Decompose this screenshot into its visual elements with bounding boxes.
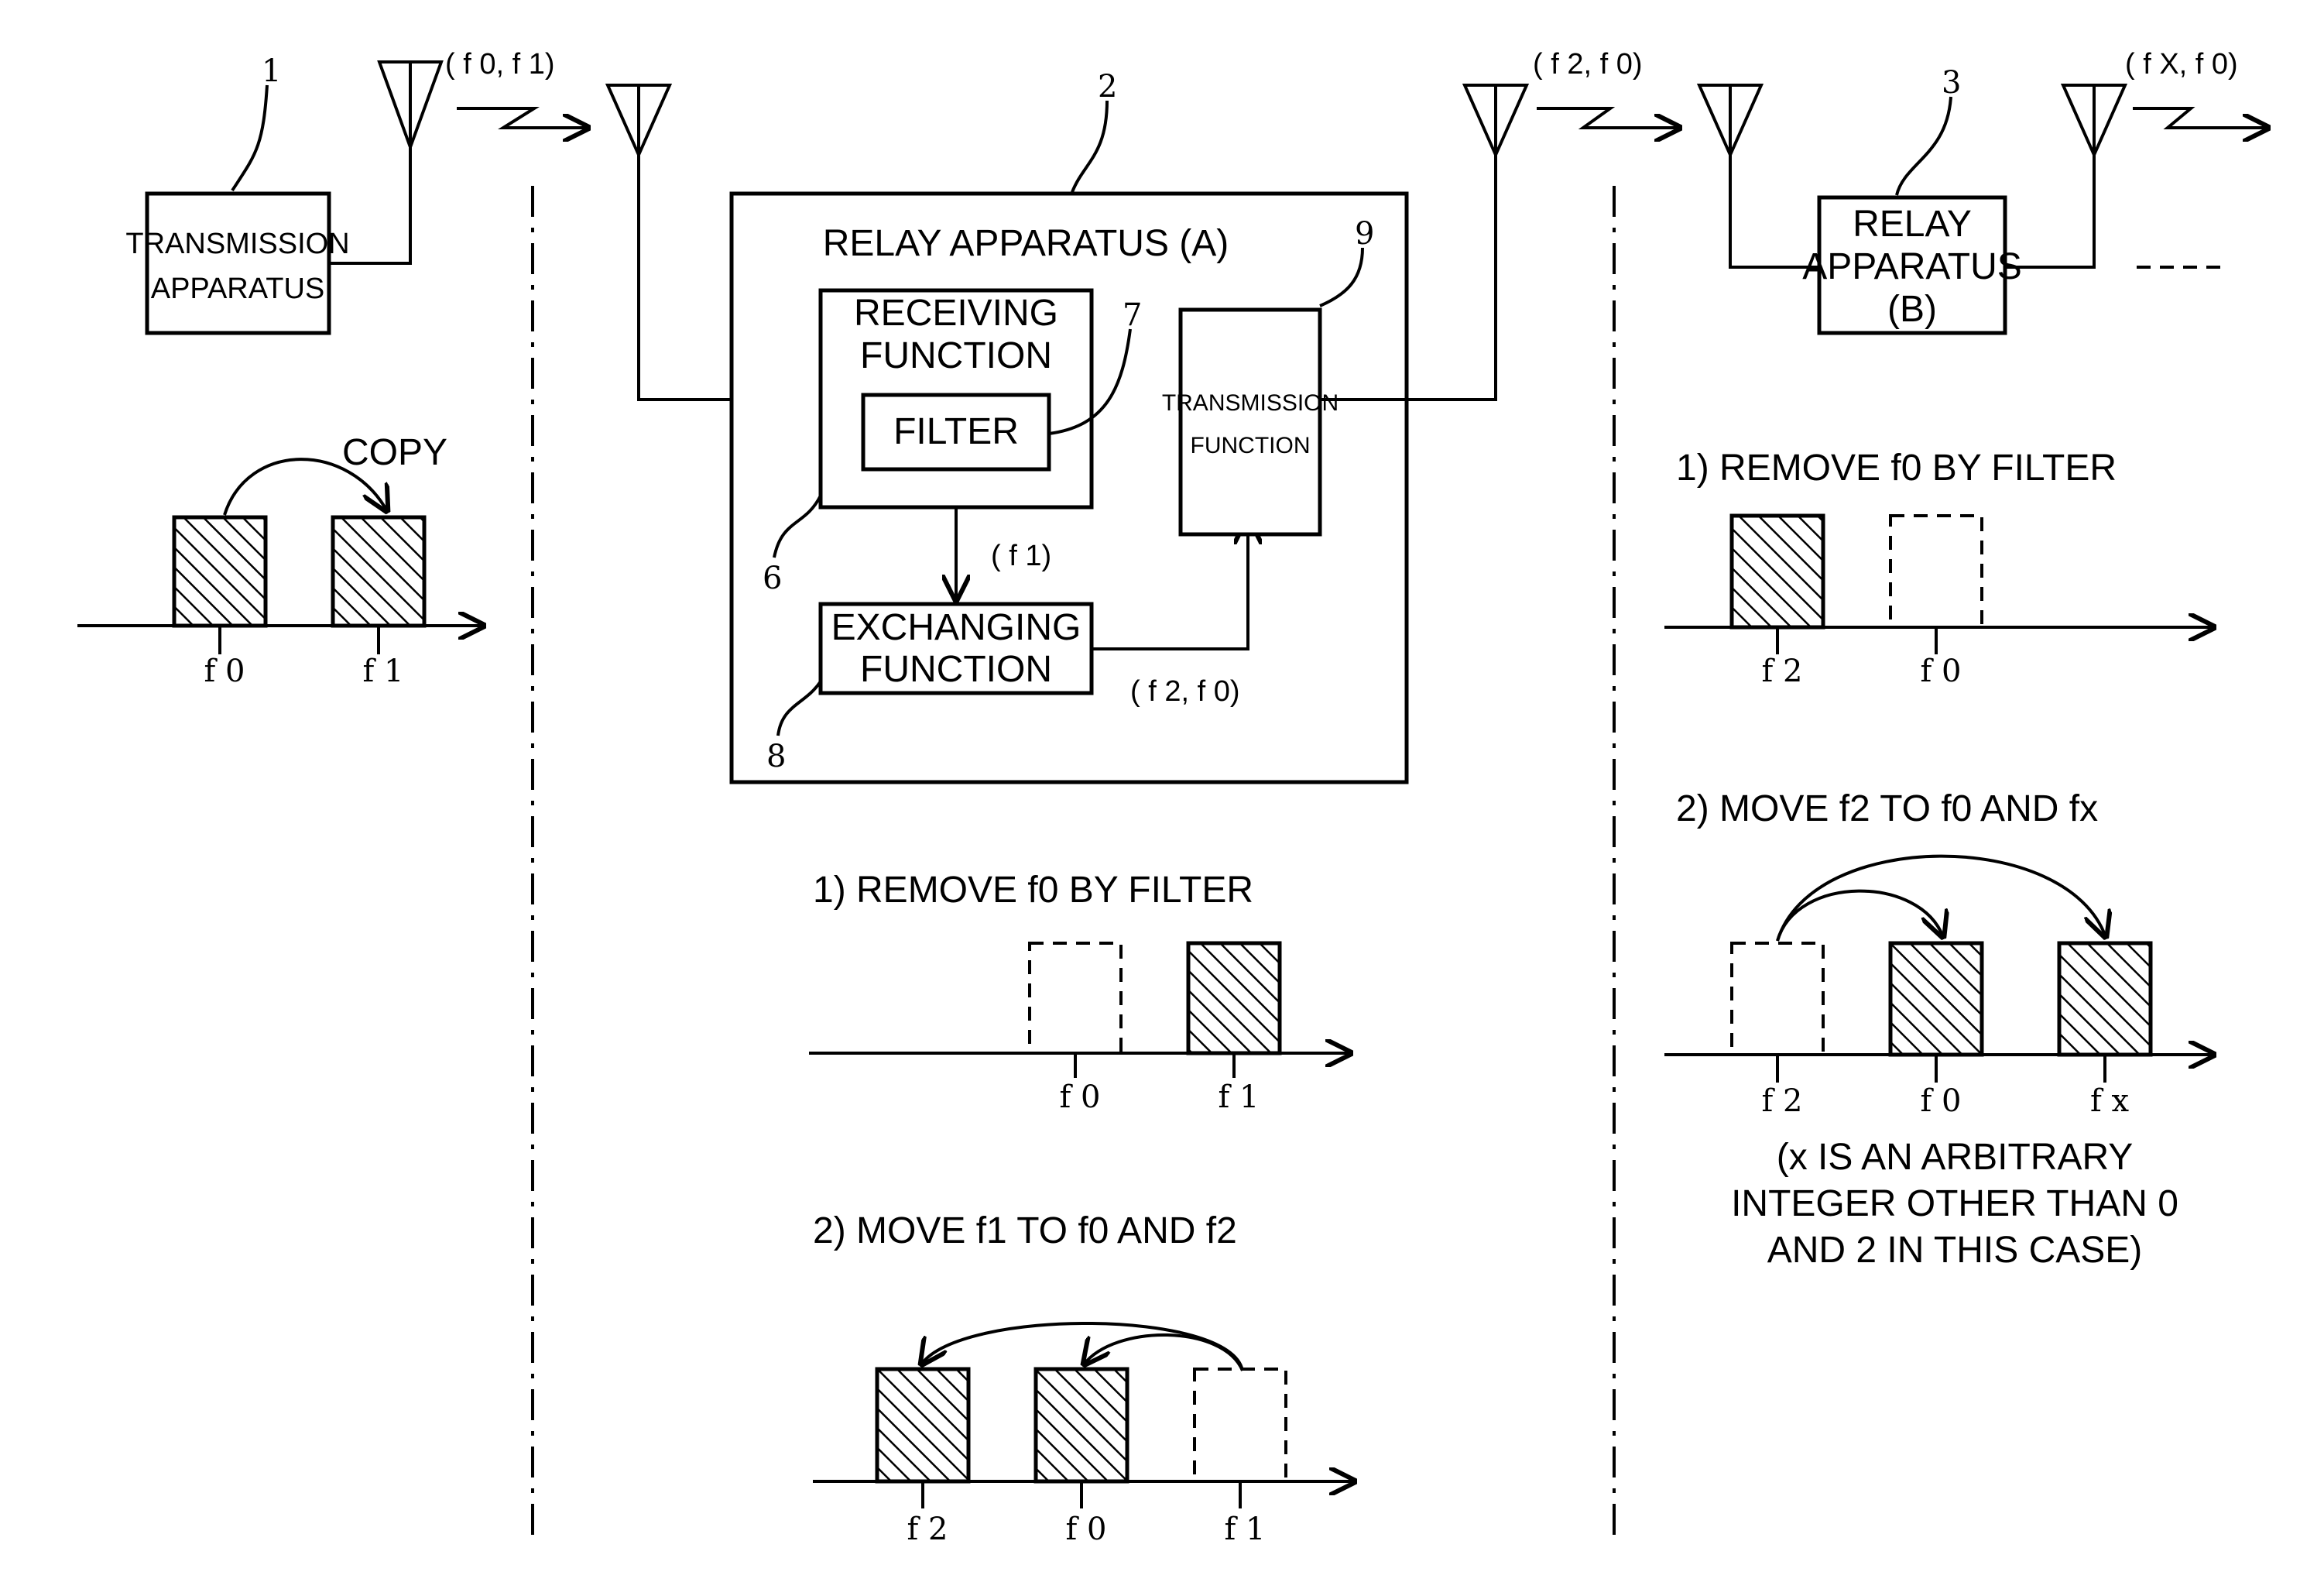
b-step1-band-f2 bbox=[1732, 516, 1823, 627]
ref-number-8: 8 bbox=[766, 739, 786, 774]
relay-b-rx-antenna-icon bbox=[1699, 85, 1761, 155]
spectrum-relay-b-step1: 1) REMOVE f0 BY FILTER f 2 f 0 bbox=[1664, 448, 2214, 689]
b-step2-tick-label-f2: f 2 bbox=[1762, 1083, 1803, 1119]
note-line1: (x IS AN ARBITRARY bbox=[1777, 1137, 2134, 1178]
b-step1-removed-band-f0 bbox=[1890, 516, 1982, 627]
transmission-apparatus: TRANSMISSION APPARATUS bbox=[125, 194, 349, 333]
signal-relay-b-out: ( f X, f 0) bbox=[2125, 48, 2238, 81]
exchanging-function-line2: FUNCTION bbox=[860, 649, 1052, 690]
transmission-function-box bbox=[1181, 310, 1320, 534]
ref-number-2: 2 bbox=[1098, 69, 1117, 105]
a-step2-arrow-to-f0 bbox=[1084, 1335, 1243, 1371]
b-step2-band-fx bbox=[2059, 943, 2151, 1055]
b-step2-band-f0 bbox=[1890, 943, 1982, 1055]
receiving-function-line2: FUNCTION bbox=[860, 335, 1052, 376]
signal-internal-f1: ( f 1) bbox=[991, 540, 1051, 572]
spectrum-relay-a-step2: 2) MOVE f1 TO f0 AND f2 f 2 f 0 f 1 bbox=[813, 1210, 1355, 1547]
ref-leader-3 bbox=[1897, 97, 1951, 195]
transmission-function-line1: TRANSMISSION bbox=[1162, 390, 1339, 416]
ref-number-1: 1 bbox=[262, 53, 281, 89]
ref-number-3: 3 bbox=[1942, 65, 1961, 101]
copy-band-f0 bbox=[174, 517, 266, 626]
a-step1-label: 1) REMOVE f0 BY FILTER bbox=[813, 870, 1253, 911]
b-step2-tick-label-fx: f x bbox=[2090, 1083, 2130, 1119]
tx-wireless-arrow bbox=[457, 108, 588, 128]
b-step1-tick-label-f2: f 2 bbox=[1762, 654, 1803, 689]
a-step2-tick-label-f2: f 2 bbox=[907, 1512, 948, 1547]
a-step1-removed-band-f0 bbox=[1030, 943, 1121, 1053]
relay-b-tx-antenna-icon bbox=[2063, 85, 2125, 155]
ref-leader-2 bbox=[1072, 101, 1107, 192]
note-line3: AND 2 IN THIS CASE) bbox=[1767, 1230, 2143, 1271]
a-step2-tick-label-f1: f 1 bbox=[1225, 1512, 1266, 1547]
a-step2-label: 2) MOVE f1 TO f0 AND f2 bbox=[813, 1210, 1237, 1251]
a-step1-band-f1 bbox=[1188, 943, 1280, 1053]
b-step2-tick-label-f0: f 0 bbox=[1921, 1083, 1962, 1119]
a-step2-arrow-to-f2 bbox=[921, 1323, 1243, 1371]
spectrum-copy: COPY f 0 f 1 bbox=[77, 432, 484, 689]
receiving-function-line1: RECEIVING bbox=[854, 293, 1058, 334]
ref-number-6: 6 bbox=[763, 561, 782, 596]
a-step2-tick-label-f0: f 0 bbox=[1066, 1512, 1107, 1547]
exchanging-function-line1: EXCHANGING bbox=[831, 607, 1081, 648]
relay-b-line2: APPARATUS bbox=[1802, 246, 2022, 287]
ref-leader-1 bbox=[232, 85, 267, 190]
ref-number-7: 7 bbox=[1123, 297, 1142, 333]
ref-number-9: 9 bbox=[1355, 216, 1374, 252]
spectrum-relay-a-step1: 1) REMOVE f0 BY FILTER f 0 f 1 bbox=[809, 870, 1351, 1115]
b-step1-tick-label-f0: f 0 bbox=[1921, 654, 1962, 689]
b-step1-label: 1) REMOVE f0 BY FILTER bbox=[1676, 448, 2117, 489]
copy-tick-label-f1: f 1 bbox=[363, 654, 404, 689]
signal-relay-a-out: ( f 2, f 0) bbox=[1533, 48, 1642, 81]
copy-band-f1 bbox=[333, 517, 424, 626]
transmission-apparatus-line2: APPARATUS bbox=[151, 273, 325, 305]
a-step1-tick-label-f0: f 0 bbox=[1060, 1079, 1101, 1115]
note-line2: INTEGER OTHER THAN 0 bbox=[1731, 1183, 2178, 1224]
relay-a-tx-antenna-icon bbox=[1465, 85, 1527, 155]
a-step2-band-f2 bbox=[877, 1369, 968, 1481]
transmission-function-line2: FUNCTION bbox=[1191, 433, 1311, 458]
relay-a-wireless-arrow bbox=[1537, 108, 1680, 128]
relay-a-rx-antenna-icon bbox=[608, 85, 670, 155]
arbitrary-integer-note: (x IS AN ARBITRARY INTEGER OTHER THAN 0 … bbox=[1731, 1137, 2178, 1271]
a-step2-band-f0 bbox=[1036, 1369, 1127, 1481]
copy-tick-label-f0: f 0 bbox=[204, 654, 245, 689]
b-step2-arrow-to-f0 bbox=[1777, 891, 1943, 941]
relay-a-title: RELAY APPARATUS (A) bbox=[823, 223, 1229, 264]
signal-tx-out: ( f 0, f 1) bbox=[445, 48, 554, 81]
a-step1-tick-label-f1: f 1 bbox=[1219, 1079, 1260, 1115]
spectrum-relay-b-step2: 2) MOVE f2 TO f0 AND fx f 2 f 0 f x bbox=[1664, 788, 2214, 1119]
b-step2-arrow-to-fx bbox=[1777, 856, 2106, 941]
b-step2-label: 2) MOVE f2 TO f0 AND fx bbox=[1676, 788, 2098, 829]
relay-b-line1: RELAY bbox=[1853, 204, 1972, 245]
relay-b-line3: (B) bbox=[1887, 289, 1937, 330]
tx-antenna-icon bbox=[379, 62, 441, 147]
copy-label: COPY bbox=[342, 432, 447, 473]
transmission-apparatus-line1: TRANSMISSION bbox=[125, 228, 349, 260]
a-step2-removed-band-f1 bbox=[1195, 1369, 1286, 1481]
filter-label: FILTER bbox=[893, 411, 1019, 452]
b-step2-removed-band-f2 bbox=[1732, 943, 1823, 1055]
relay-b-wireless-arrow bbox=[2133, 108, 2268, 128]
signal-internal-f2f0: ( f 2, f 0) bbox=[1130, 675, 1239, 708]
